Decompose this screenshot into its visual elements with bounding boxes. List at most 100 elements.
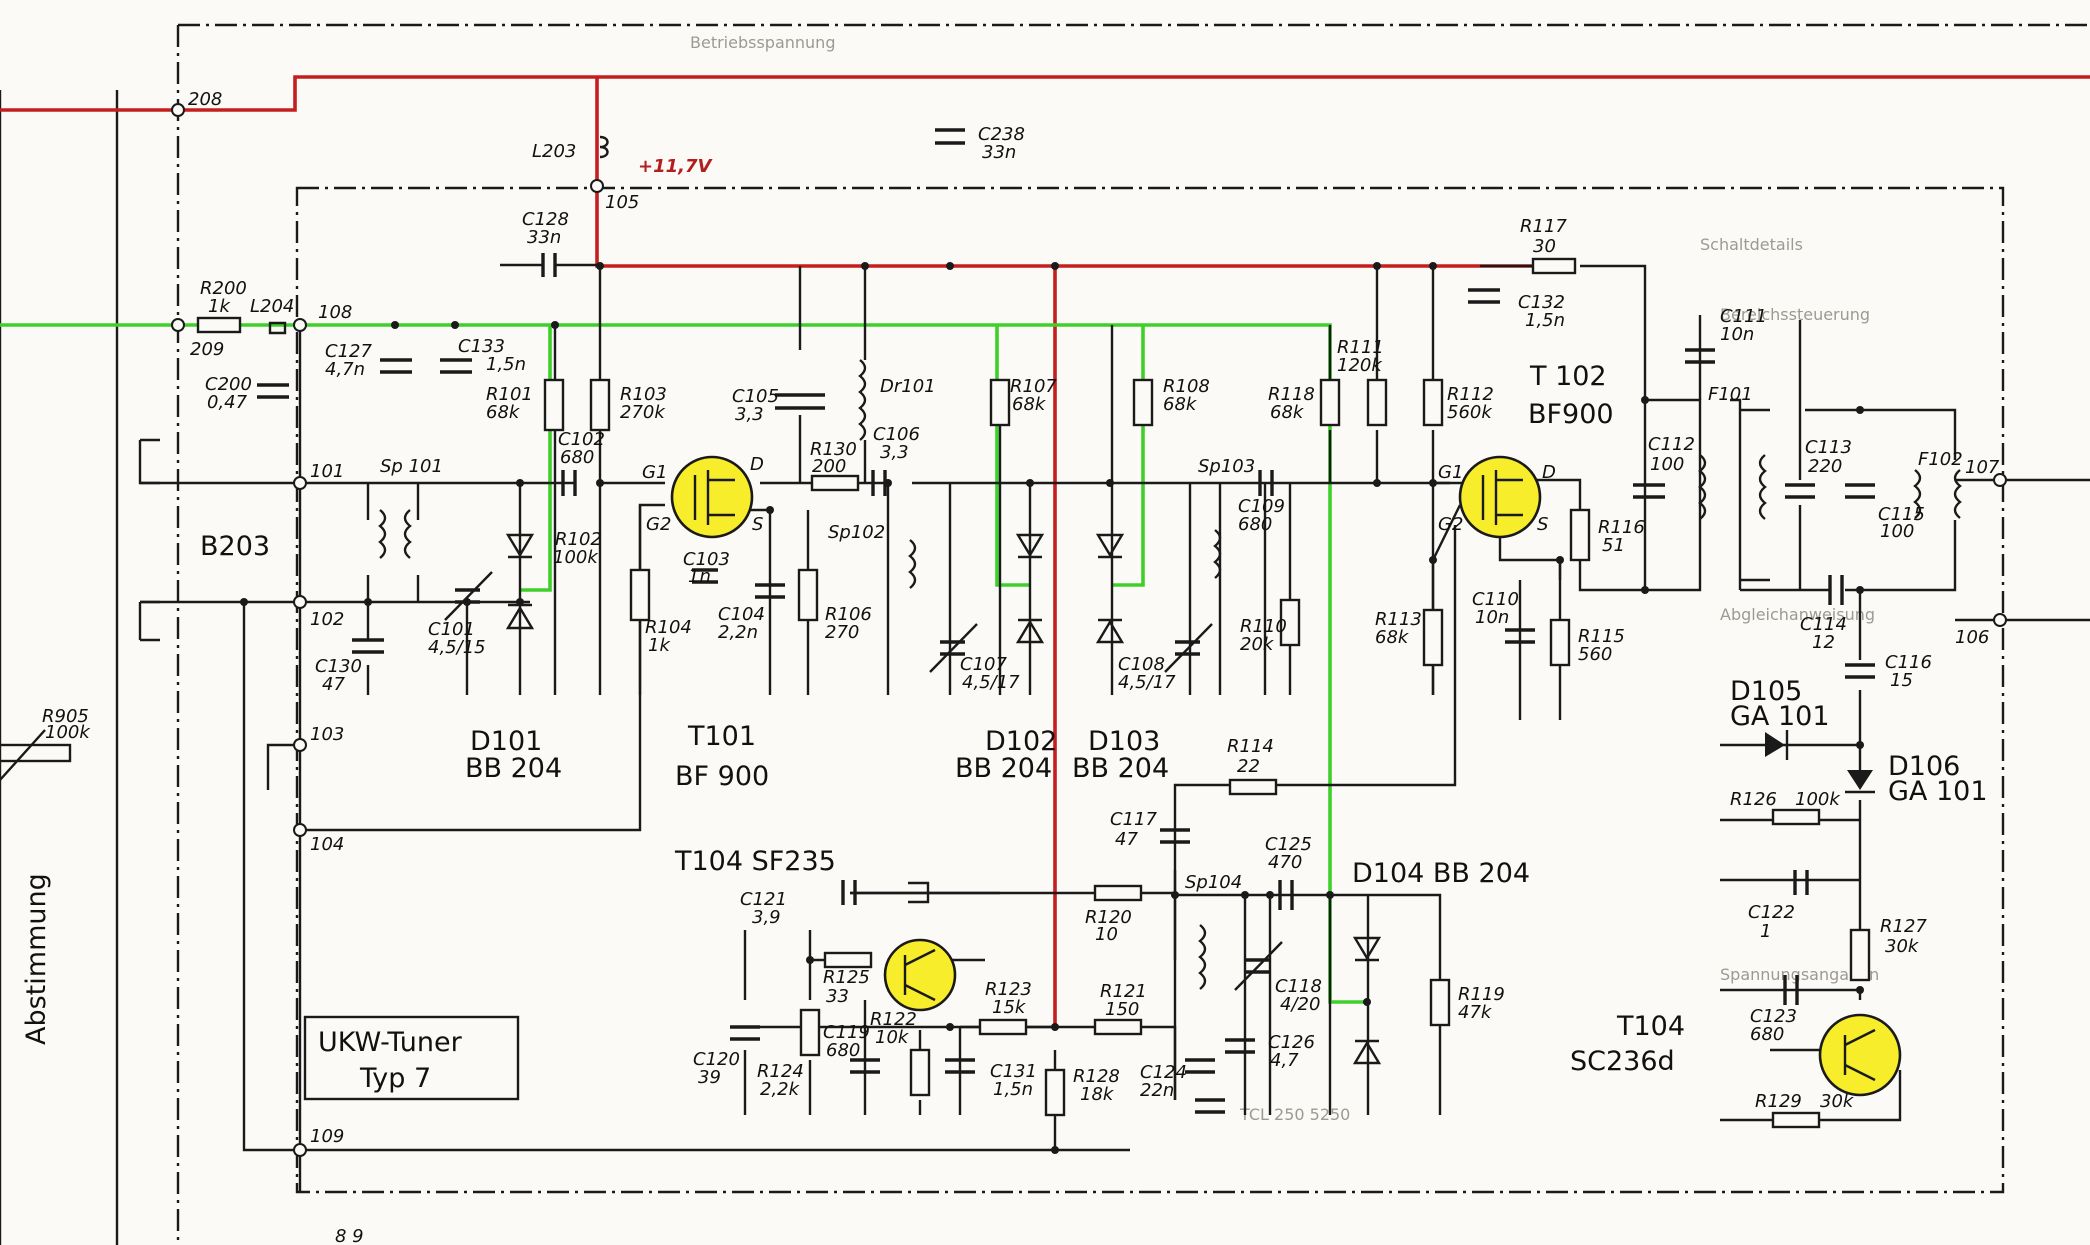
- c112-label: C112: [1648, 434, 1695, 455]
- c114v-label: 12: [1812, 632, 1835, 653]
- transistor-t104-sf235: [883, 938, 957, 1012]
- c102v-label: 680: [560, 447, 594, 468]
- c126-label: C126: [1268, 1032, 1315, 1053]
- c110v-label: 10n: [1475, 607, 1509, 628]
- r115-label: R115: [1578, 626, 1625, 647]
- transistor-t101: [670, 455, 754, 539]
- c102-label: C102: [558, 429, 605, 450]
- side-label-abstimmung: Abstimmung: [21, 873, 52, 1045]
- sp104-label: Sp104: [1185, 872, 1242, 893]
- r128-label: R128: [1073, 1066, 1120, 1087]
- c107-label: C107: [960, 654, 1007, 675]
- r117-label: R117: [1520, 216, 1567, 237]
- svg-text:Betriebsspannung: Betriebsspannung: [690, 33, 835, 52]
- r102-label: R102: [555, 529, 602, 550]
- c101-label: C101: [428, 619, 475, 640]
- c238-label: C238: [978, 124, 1025, 145]
- c132v-label: 1,5n: [1525, 310, 1565, 331]
- r126v-label: 100k: [1795, 789, 1841, 810]
- c119v-label: 680: [826, 1040, 860, 1061]
- g1-label: G1: [642, 462, 667, 483]
- r121v-label: 150: [1105, 999, 1139, 1020]
- c127-label: C127: [325, 341, 372, 362]
- type-label: BB 204: [1072, 753, 1169, 784]
- r128v-label: 18k: [1080, 1084, 1115, 1105]
- c115v-label: 100: [1880, 521, 1914, 542]
- c121-label: C121: [740, 889, 787, 910]
- bleed-text: Betriebsspannung Schaltdetails Bereichss…: [690, 33, 1879, 1124]
- c117v-label: 47: [1115, 829, 1138, 850]
- pot-r905-name: R905: [42, 706, 89, 727]
- name-label: D101: [470, 726, 542, 757]
- r118-label: R118: [1268, 384, 1315, 405]
- r120-label: R120: [1085, 907, 1132, 928]
- c238v-label: 33n: [982, 142, 1016, 163]
- c123v-label: 680: [1750, 1024, 1784, 1045]
- c115-label: C115: [1878, 504, 1925, 525]
- g2-label: G2: [1438, 514, 1463, 535]
- r130v-label: 200: [812, 456, 846, 477]
- outer-frame: [0, 23, 2090, 1245]
- r119v-label: 47k: [1458, 1002, 1493, 1023]
- c128-label: C128: [522, 209, 569, 230]
- r122-label: R122: [870, 1009, 917, 1030]
- c109-label: C109: [1238, 496, 1285, 517]
- g2-label: G2: [646, 514, 671, 535]
- c123-label: C123: [1750, 1006, 1797, 1027]
- r125v-label: 33: [826, 986, 849, 1007]
- c104-label: C104: [718, 604, 765, 625]
- c118-label: C118: [1275, 976, 1322, 997]
- node-102-label: 102: [310, 609, 344, 630]
- r111-label: R111: [1337, 337, 1384, 358]
- c122v-label: 1: [1760, 921, 1771, 942]
- node-109-label: 109: [310, 1126, 344, 1147]
- capacitor-symbols: [257, 128, 1875, 1114]
- r129-label: R129: [1755, 1091, 1802, 1112]
- svg-text:Schaltdetails: Schaltdetails: [1700, 235, 1803, 254]
- r124-label: R124: [757, 1061, 804, 1082]
- r111v-label: 120k: [1337, 355, 1383, 376]
- c200-label: C200: [205, 374, 252, 395]
- c121v-label: 3,9: [752, 907, 781, 928]
- r125-label: R125: [823, 967, 870, 988]
- c128v-label: 33n: [527, 227, 561, 248]
- r122v-label: 10k: [875, 1027, 910, 1048]
- r104-label: R104: [645, 617, 692, 638]
- c107v-label: 4,5/17: [962, 672, 1020, 693]
- r116-label: R116: [1598, 517, 1645, 538]
- r110v-label: 20k: [1240, 634, 1275, 655]
- t104-sc236d-type: SC236d: [1570, 1046, 1675, 1077]
- supply-line: [0, 75, 2090, 1027]
- terminal-nodes: [171, 103, 2007, 1157]
- t101-type: BF 900: [675, 761, 769, 792]
- c116-label: C116: [1885, 652, 1932, 673]
- svg-text:TCL 250 5250: TCL 250 5250: [1239, 1105, 1350, 1124]
- type-label: BB 204: [465, 753, 562, 784]
- r106v-label: 270: [825, 622, 859, 643]
- transistor-t104-sc236d: [1818, 1013, 1902, 1097]
- r108v-label: 68k: [1163, 394, 1198, 415]
- t104-sc236d-name: T104: [1616, 1011, 1685, 1042]
- c133-label: C133: [458, 336, 505, 357]
- resistor-symbols: [0, 257, 1871, 1129]
- node-101-label: 101: [310, 461, 344, 482]
- c132-label: C132: [1518, 292, 1565, 313]
- r130-label: R130: [810, 439, 857, 460]
- r110-label: R110: [1240, 616, 1287, 637]
- c103-label: C103: [683, 549, 730, 570]
- r118v-label: 68k: [1270, 402, 1305, 423]
- node-107-label: 107: [1965, 457, 2000, 478]
- r126-label: R126: [1730, 789, 1777, 810]
- c124-label: C124: [1140, 1062, 1187, 1083]
- node-104-label: 104: [310, 834, 344, 855]
- f101-label: F101: [1708, 384, 1753, 405]
- c114-label: C114: [1800, 614, 1847, 635]
- r101-label: R101: [486, 384, 533, 405]
- c117-label: C117: [1110, 809, 1157, 830]
- r112-label: R112: [1447, 384, 1494, 405]
- t101-name: T101: [687, 721, 756, 752]
- c105v-label: 3,3: [735, 404, 764, 425]
- l203-label: L203: [532, 141, 576, 162]
- l204-label: L204: [250, 296, 294, 317]
